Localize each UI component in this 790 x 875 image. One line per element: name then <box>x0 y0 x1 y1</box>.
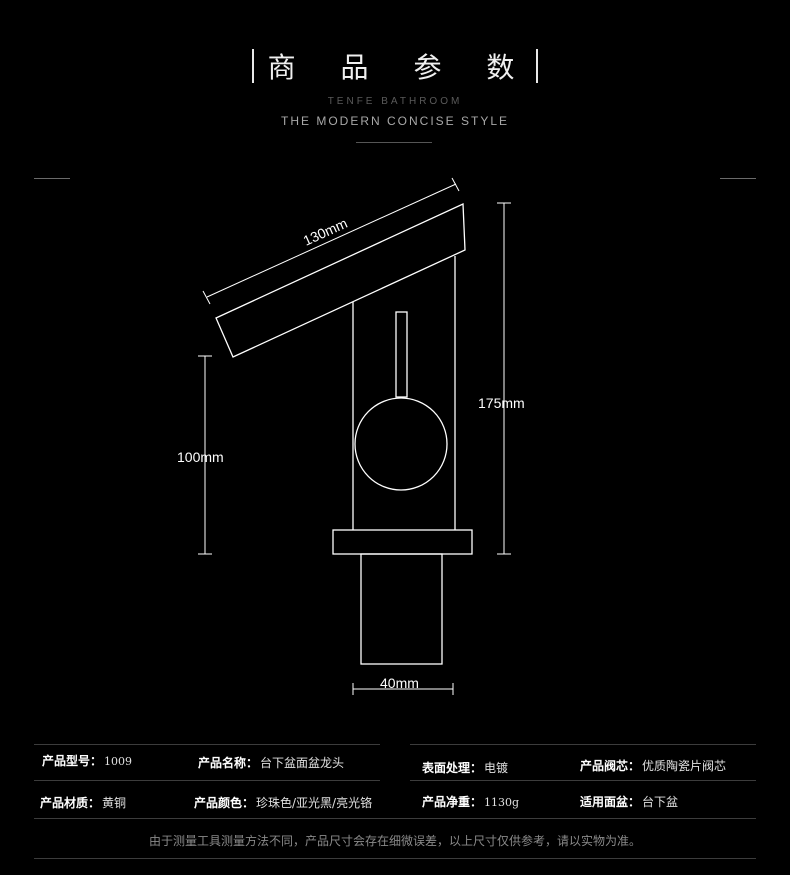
table-rule-top-right <box>410 744 756 745</box>
spec-basin-label: 适用面盆： <box>580 795 641 809</box>
spec-color-value: 珍珠色/亚光黑/亮光铬 <box>256 796 373 810</box>
spec-surface: 表面处理：电镀 <box>422 759 508 776</box>
spec-material: 产品材质：黄铜 <box>40 794 126 811</box>
faucet-shank <box>360 553 443 665</box>
spec-name-label: 产品名称： <box>198 756 259 770</box>
table-rule-mid-left <box>34 780 380 781</box>
spec-basin: 适用面盆：台下盆 <box>580 793 678 810</box>
spec-basin-value: 台下盆 <box>642 795 679 809</box>
page-title-group: 商 品 参 数 <box>0 46 790 86</box>
page-title: 商 品 参 数 <box>267 51 533 84</box>
tagline-underline <box>356 142 432 143</box>
faucet-handle <box>354 397 448 491</box>
spec-weight: 产品净重：1130g <box>422 793 519 810</box>
spec-weight-value: 1130g <box>484 796 520 809</box>
spec-table: 产品型号：1009 产品名称：台下盆面盆龙头 表面处理：电镀 产品阀芯：优质陶瓷… <box>34 742 756 860</box>
spec-surface-label: 表面处理： <box>422 761 483 775</box>
faucet-spout <box>215 203 466 358</box>
table-rule-bottom <box>34 818 756 819</box>
spec-color-label: 产品颜色： <box>194 796 255 810</box>
table-rule-mid-right <box>410 780 756 781</box>
spec-surface-value: 电镀 <box>484 761 509 775</box>
title-right-bar <box>536 49 539 83</box>
spec-material-label: 产品材质： <box>40 796 101 810</box>
tagline: THE MODERN CONCISE STYLE <box>280 114 510 128</box>
spec-model: 产品型号：1009 <box>42 752 132 769</box>
dim-label-base-width: 40mm <box>380 675 419 691</box>
dim-tick-spout-start <box>202 290 211 305</box>
dim-label-total-height: 175mm <box>478 395 525 411</box>
header: 商 品 参 数 TENFE BATHROOM THE MODERN CONCIS… <box>0 0 790 150</box>
spec-weight-label: 产品净重： <box>422 795 483 809</box>
spec-material-value: 黄铜 <box>102 796 127 810</box>
disclaimer-note: 由于测量工具测量方法不同，产品尺寸会存在细微误差，以上尺寸仅供参考，请以实物为准… <box>148 834 641 848</box>
dim-tick-spout-end <box>451 177 460 192</box>
spec-name: 产品名称：台下盆面盆龙头 <box>198 754 344 771</box>
dim-label-handle-height: 100mm <box>177 449 224 465</box>
spec-valve-label: 产品阀芯： <box>580 759 641 773</box>
faucet-lever <box>395 311 408 398</box>
left-divider <box>34 178 70 179</box>
spec-color: 产品颜色：珍珠色/亚光黑/亮光铬 <box>194 794 372 811</box>
spec-name-value: 台下盆面盆龙头 <box>260 756 345 770</box>
spec-valve: 产品阀芯：优质陶瓷片阀芯 <box>580 757 726 774</box>
spec-model-label: 产品型号： <box>42 754 103 768</box>
brand-name: TENFE BATHROOM <box>327 96 463 107</box>
spec-valve-value: 优质陶瓷片阀芯 <box>642 759 727 773</box>
note-rule <box>34 858 756 859</box>
right-divider <box>720 178 756 179</box>
table-rule-top-left <box>34 744 380 745</box>
faucet-base-plate <box>332 529 473 555</box>
spec-model-value: 1009 <box>104 755 133 768</box>
title-left-bar <box>251 49 254 83</box>
dim-line-spout <box>206 183 457 298</box>
